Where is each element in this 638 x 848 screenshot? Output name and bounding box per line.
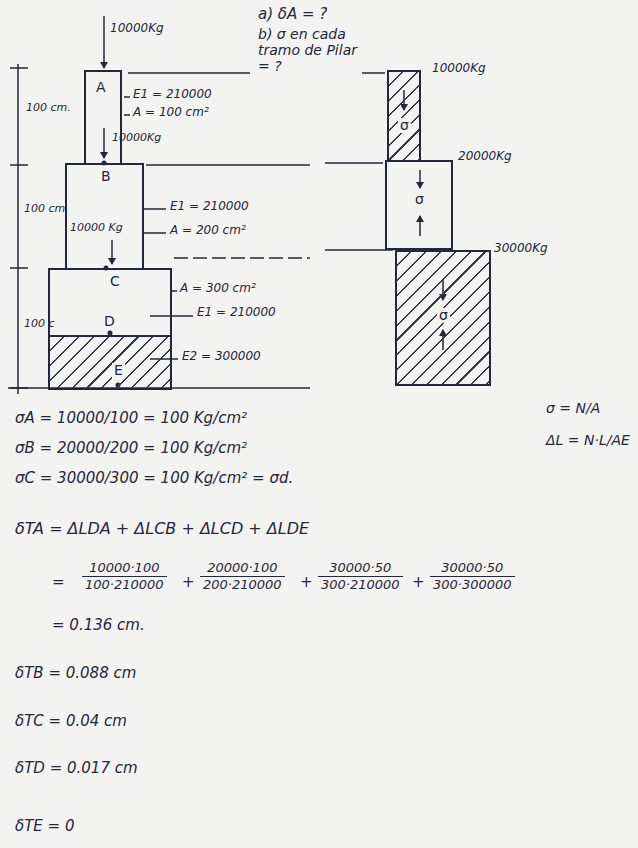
dimension-text: 100 c xyxy=(24,318,55,331)
dimension-tick xyxy=(10,164,28,166)
question: b) σ en cada tramo de Pilar = ? xyxy=(258,26,358,74)
reference-line xyxy=(362,72,385,74)
fraction-numerator: 10000·100 xyxy=(82,560,167,577)
question: a) δA = ? xyxy=(258,6,327,23)
stress-arrow xyxy=(419,216,421,236)
point-letter: B xyxy=(101,169,111,184)
leader-line xyxy=(172,290,177,292)
fraction-denominator: 300·210000 xyxy=(318,577,403,593)
load-value: 30000Kg xyxy=(494,242,548,256)
formula: σ = N/A xyxy=(546,400,600,416)
result: δTC = 0.04 cm xyxy=(15,713,127,730)
dimension-line xyxy=(17,64,19,394)
load-value: 10000Kg xyxy=(112,132,161,145)
point-letter: σ xyxy=(415,192,424,207)
fraction-numerator: 30000·50 xyxy=(430,560,515,577)
leader-line xyxy=(124,114,130,116)
operator: + xyxy=(300,574,313,591)
dimension-text: 100 cm xyxy=(24,203,65,216)
operator: + xyxy=(412,574,425,591)
calculation: σA = 10000/100 = 100 Kg/cm² xyxy=(15,410,247,427)
point-letter: σ xyxy=(398,118,411,133)
stress-segment: σ xyxy=(395,250,491,386)
fraction-denominator: 200·210000 xyxy=(200,577,285,593)
pillar-segment: C D E xyxy=(48,268,172,390)
point-letter: A xyxy=(96,80,106,95)
load-arrow xyxy=(103,16,105,68)
fraction: 30000·50300·210000 xyxy=(318,560,403,592)
fraction-numerator: 30000·50 xyxy=(318,560,403,577)
operator: + xyxy=(182,574,195,591)
load-value: 10000 Kg xyxy=(70,222,123,235)
fraction-numerator: 20000·100 xyxy=(200,560,285,577)
point-letter: C xyxy=(110,274,120,289)
dimension-tick xyxy=(10,267,28,269)
reference-line xyxy=(146,164,310,166)
reference-line xyxy=(325,249,393,251)
stress-segment: σ xyxy=(387,70,421,162)
stress-segment: σ xyxy=(385,160,453,250)
result: = 0.136 cm. xyxy=(52,617,145,634)
material-modulus: E1 = 210000 xyxy=(197,306,276,320)
formula: ΔL = N·L/AE xyxy=(546,432,630,448)
calculation: δTA = ΔLDA + ΔLCB + ΔLCD + ΔLDE xyxy=(15,520,309,538)
leader-line xyxy=(144,232,166,234)
load-value: 20000Kg xyxy=(458,150,512,164)
reference-line xyxy=(325,162,383,164)
operator: = xyxy=(52,574,65,591)
material-modulus: E1 = 210000 xyxy=(133,88,212,102)
leader-line xyxy=(124,96,130,98)
hatched-segment: E xyxy=(48,335,172,390)
dimension-tick xyxy=(10,67,28,69)
section-area: A = 100 cm² xyxy=(133,106,209,120)
leader-line xyxy=(144,208,166,210)
load-arrow xyxy=(103,128,105,158)
pillar-segment: B xyxy=(65,163,144,270)
fraction: 30000·50300·300000 xyxy=(430,560,515,592)
load-value: 10000Kg xyxy=(432,62,486,76)
stress-arrow xyxy=(419,170,421,188)
section-area: A = 200 cm² xyxy=(170,224,246,238)
point-letter: E xyxy=(112,363,125,378)
calculation: σC = 30000/300 = 100 Kg/cm² = σd. xyxy=(15,470,293,487)
load-value: 10000Kg xyxy=(110,22,164,36)
reference-line xyxy=(174,257,310,259)
fraction: 10000·100100·210000 xyxy=(82,560,167,592)
pillar-segment: A xyxy=(84,70,122,165)
material-modulus: E2 = 300000 xyxy=(182,350,261,364)
result: δTB = 0.088 cm xyxy=(15,665,136,682)
point-letter: σ xyxy=(437,308,450,323)
fraction: 20000·100200·210000 xyxy=(200,560,285,592)
calculation: σB = 20000/200 = 100 Kg/cm² xyxy=(15,440,247,457)
reference-line xyxy=(128,72,250,74)
point-letter: D xyxy=(104,314,115,329)
fraction-denominator: 300·300000 xyxy=(430,577,515,593)
result: δTE = 0 xyxy=(15,818,74,835)
material-modulus: E1 = 210000 xyxy=(170,200,249,214)
result: δTD = 0.017 cm xyxy=(15,760,138,777)
dimension-text: 100 cm. xyxy=(26,102,71,115)
load-arrow xyxy=(111,240,113,264)
section-area: A = 300 cm² xyxy=(180,282,256,296)
fraction-denominator: 100·210000 xyxy=(82,577,167,593)
